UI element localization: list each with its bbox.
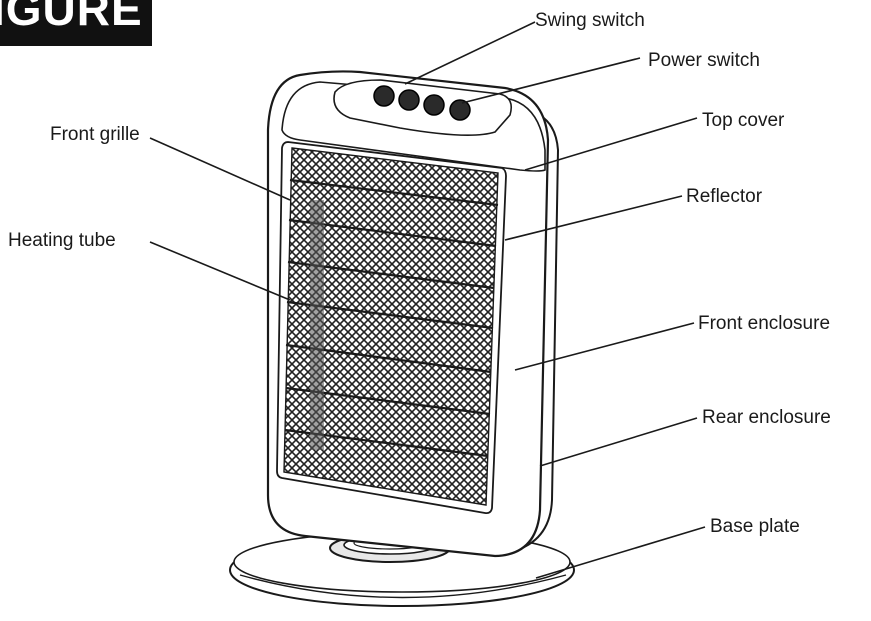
label-front-grille: Front grille [50, 124, 140, 145]
label-top-cover: Top cover [702, 110, 785, 131]
label-base-plate: Base plate [710, 516, 800, 537]
front-grille-mesh [283, 147, 499, 506]
knob-group [373, 85, 471, 121]
label-front-enclosure: Front enclosure [698, 313, 831, 334]
label-heating-tube: Heating tube [8, 230, 116, 251]
figure-heading-text: IGURE [0, 0, 143, 35]
label-power-switch: Power switch [648, 50, 760, 71]
label-reflector: Reflector [686, 186, 763, 207]
leader-lines [149, 21, 706, 579]
figure-heading: IGURE [0, 0, 152, 46]
label-swing-switch: Swing switch [535, 10, 645, 31]
heating-tube-shape [310, 200, 324, 450]
label-rear-enclosure: Rear enclosure [702, 407, 831, 428]
